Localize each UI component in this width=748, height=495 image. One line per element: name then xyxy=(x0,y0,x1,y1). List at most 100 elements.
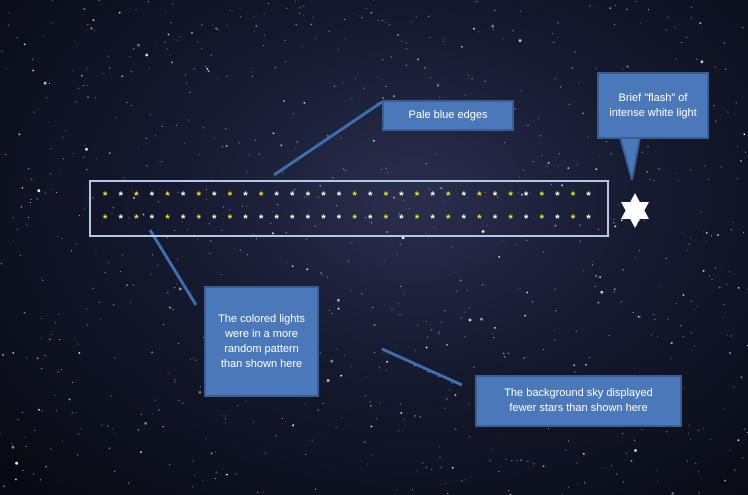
bg-star xyxy=(519,288,521,290)
bg-star xyxy=(526,239,528,241)
bg-star xyxy=(449,389,450,391)
bg-star xyxy=(425,320,427,322)
bg-star xyxy=(319,352,321,354)
light-white: * xyxy=(336,213,342,225)
bg-star xyxy=(709,275,710,277)
bg-star xyxy=(246,206,248,208)
light-yellow: * xyxy=(414,213,420,225)
bg-star xyxy=(560,86,562,88)
bg-star xyxy=(243,193,245,195)
bg-star xyxy=(158,409,160,411)
bg-star xyxy=(648,9,650,11)
bg-star xyxy=(466,290,468,291)
bg-star xyxy=(625,8,628,11)
bg-star xyxy=(178,287,182,291)
bg-star xyxy=(92,287,94,289)
bg-star xyxy=(554,339,556,341)
bg-star xyxy=(365,395,367,397)
light-white: * xyxy=(492,190,498,202)
bg-star xyxy=(60,480,62,482)
bg-star xyxy=(248,154,250,156)
bg-star xyxy=(365,376,367,378)
bg-star xyxy=(61,369,62,371)
bg-star xyxy=(92,19,95,21)
bg-star xyxy=(565,450,567,451)
bg-star xyxy=(695,462,697,464)
bg-star xyxy=(700,60,704,64)
bg-star xyxy=(79,215,81,217)
bg-star xyxy=(155,45,157,47)
bg-star xyxy=(548,170,550,172)
bg-star xyxy=(542,251,544,253)
light-white: * xyxy=(492,213,498,225)
bg-star xyxy=(176,283,178,285)
bg-star xyxy=(637,315,640,318)
bg-star xyxy=(167,292,169,294)
light-white: * xyxy=(368,190,373,202)
bg-star xyxy=(638,250,640,252)
light-white: * xyxy=(290,190,295,202)
bg-star xyxy=(737,287,740,289)
bg-star xyxy=(364,217,366,218)
bg-star xyxy=(293,423,295,425)
bg-star xyxy=(294,148,296,150)
bg-star xyxy=(422,462,424,464)
bg-star xyxy=(148,1,149,3)
light-white: * xyxy=(305,190,310,202)
bg-star xyxy=(340,417,342,419)
bg-star xyxy=(247,254,249,256)
bg-star xyxy=(725,68,726,70)
bg-star xyxy=(579,224,581,227)
light-white: * xyxy=(430,190,435,202)
bg-star xyxy=(149,114,151,116)
bg-star xyxy=(705,232,708,234)
light-yellow: * xyxy=(383,190,388,202)
bg-star xyxy=(461,317,462,319)
bg-star xyxy=(451,382,453,384)
bg-star xyxy=(614,24,615,26)
bg-star xyxy=(293,190,295,192)
bg-star xyxy=(571,67,574,70)
bg-star xyxy=(542,349,544,350)
bg-star xyxy=(579,240,581,242)
bg-star xyxy=(229,9,231,11)
bg-star xyxy=(343,354,345,356)
light-yellow: * xyxy=(165,213,170,225)
bg-star xyxy=(610,153,612,155)
bg-star xyxy=(78,352,81,354)
bg-star xyxy=(23,311,26,314)
bg-star xyxy=(397,430,399,432)
bg-star xyxy=(336,348,337,350)
bg-star xyxy=(394,345,396,347)
bg-star xyxy=(567,167,570,170)
bg-star xyxy=(8,24,10,26)
bg-star xyxy=(405,48,407,49)
bg-star xyxy=(76,411,78,413)
bg-star xyxy=(42,280,44,282)
bg-star xyxy=(50,148,52,150)
bg-star xyxy=(425,163,427,164)
bg-star xyxy=(21,411,23,413)
bg-star xyxy=(18,133,21,136)
bg-star xyxy=(688,433,690,435)
bg-star xyxy=(17,419,19,421)
bg-star xyxy=(144,421,148,425)
bg-star xyxy=(745,151,747,153)
bg-star xyxy=(286,7,288,9)
bg-star xyxy=(522,169,524,171)
light-white: * xyxy=(321,213,326,225)
bg-star xyxy=(293,113,294,115)
light-yellow: * xyxy=(227,190,233,202)
bg-star xyxy=(464,336,466,338)
bg-star xyxy=(191,32,193,34)
bg-star xyxy=(137,43,140,47)
bg-star xyxy=(634,439,636,441)
bg-star xyxy=(175,381,177,383)
bg-star xyxy=(547,162,550,164)
bg-star xyxy=(145,53,149,57)
bg-star xyxy=(50,448,52,450)
bg-star xyxy=(263,13,265,15)
bg-star xyxy=(226,473,228,476)
bg-star xyxy=(492,333,493,335)
bg-star xyxy=(322,402,324,404)
